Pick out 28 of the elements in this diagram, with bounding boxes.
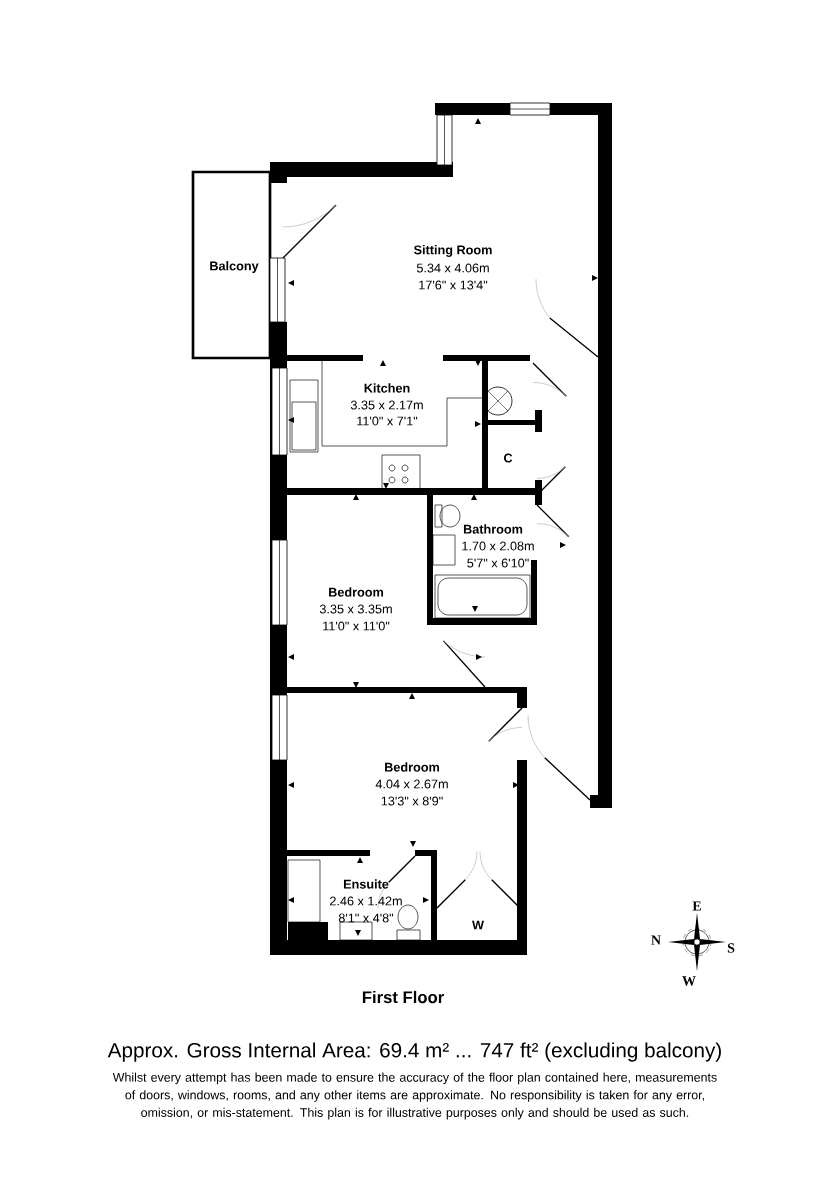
room-name: Kitchen — [364, 383, 410, 393]
disclaimer-text: Whilst every attempt has been made to ensure the accuracy of the floor plan contained here, measurements of doors, windows, rooms, and any other items are approximate. No responsibility is taken for any error, omission, or mis-statement. This plan is for illustrative purposes only and should be used as such. — [112, 1072, 717, 1120]
area-text: Approx. Gross Internal Area: 69.4 m² ... 747 ft² (excluding balcony) — [107, 1042, 721, 1062]
compass-letter: N — [651, 935, 661, 945]
room-name: Sitting Room — [413, 245, 492, 257]
room-name: C — [503, 453, 513, 463]
room-name: Bathroom — [463, 524, 523, 534]
floor-title: First Floor — [362, 990, 444, 1004]
compass-letter: W — [682, 976, 696, 986]
compass-letter: S — [727, 943, 735, 953]
room-name: Bedroom — [385, 762, 439, 772]
compass-letter: E — [692, 901, 701, 911]
room-size: 17'6" x 13'4" — [419, 280, 488, 290]
room-size: 1.70 x 2.08m — [462, 541, 534, 551]
room-size: 13'3" x 8'9" — [381, 796, 443, 806]
room-size: 11'0" x 7'1" — [357, 416, 418, 426]
room-name: Bedroom — [329, 587, 383, 597]
room-size: 11'0" x 11'0" — [323, 621, 390, 631]
room-size: 3.35 x 3.35m — [319, 604, 392, 614]
room-name: W — [472, 920, 484, 930]
room-name: Balcony — [210, 261, 259, 273]
room-size: 5'7" x 6'10" — [467, 558, 529, 568]
room-name: Ensuite — [344, 879, 389, 889]
room-size: 8'1" x 4'8" — [338, 913, 394, 923]
room-size: 4.04 x 2.67m — [375, 779, 448, 789]
room-size: 5.34 x 4.06m — [416, 263, 489, 273]
room-size: 3.35 x 2.17m — [350, 400, 423, 410]
room-size: 2.46 x 1.42m — [330, 896, 402, 906]
